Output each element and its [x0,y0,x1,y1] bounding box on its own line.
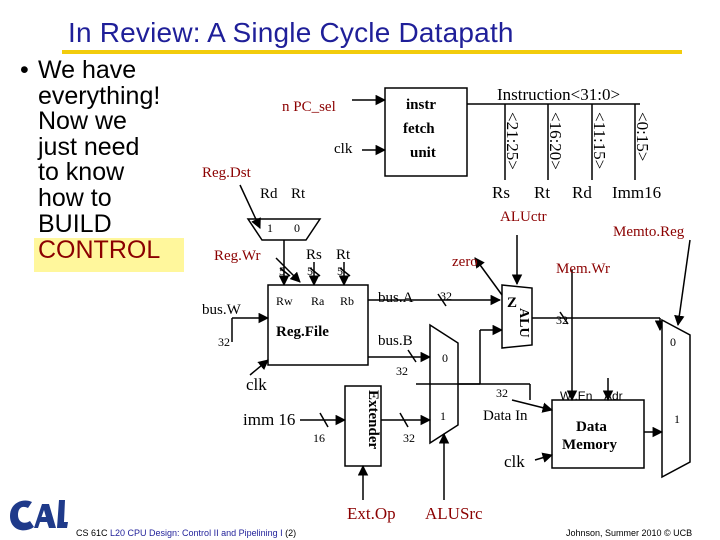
adr-label: Adr [604,389,623,403]
data-memory-label: Memory [562,437,617,453]
credit-footer: Johnson, Summer 2010 © UCB [566,528,693,538]
imm16-ext-label: imm 16 [243,410,296,429]
memwr-label: Mem.Wr [556,261,610,277]
rd-mux-label: Rd [260,186,278,202]
title-underline [62,50,682,54]
field-label: <0:15> [633,112,652,162]
wren-label: Wr.En [560,389,593,403]
regdst-label: Reg.Dst [202,165,251,181]
bullet-line: how to [38,184,112,212]
extender-box [344,385,382,467]
cal-logo-icon [10,500,68,531]
mux-input-label: 1 [440,409,446,423]
lecture-link[interactable]: L20 CPU Design: Control II and Pipelinin… [110,528,283,538]
mux-input-label: 1 [674,412,680,426]
width-label: 5 [307,264,313,278]
rw-label: Rw [276,294,293,308]
bullet-line: just need [38,132,140,161]
aluctr-label: ALUctr [500,209,547,225]
slide-number: (2) [282,528,297,538]
datain-label: Data In [483,408,528,424]
width-label: 32 [396,364,408,378]
register-file-box [267,284,369,366]
bullet-line: BUILD [38,209,112,238]
width-label: 32 [403,431,415,445]
clk-label: clk [504,452,525,471]
width-label: 32 [440,289,452,303]
bullet-line: to know [38,158,125,187]
rd-label: Rd [572,183,592,202]
ra-label: Ra [311,294,325,308]
instruction-label: Instruction<31:0> [497,85,621,104]
alu-label: ALU [516,308,531,338]
control-highlight [34,238,184,272]
control-word: CONTROL [38,236,161,264]
ifu-label: instr [406,97,436,113]
regfile-label: Reg.File [276,324,329,340]
regwr-label: Reg.Wr [214,248,261,264]
width-label: 32 [556,313,568,327]
bullet-line: Now we [38,107,127,136]
data-memory-box [551,399,645,469]
ifu-label: fetch [403,121,435,137]
width-label: 16 [313,431,325,445]
zero-flag-label: Z [507,295,518,311]
rt-mux-label: Rt [291,186,306,202]
data-memory-label: Data [576,419,607,435]
width-label: 5 [337,264,343,278]
zero-label: zero [452,254,478,270]
extender-label: Extender [365,390,381,450]
bullet-dot: • [20,56,29,84]
rt-label: Rt [534,183,551,202]
rt-rf-label: Rt [336,247,351,263]
busb-label: bus.B [378,333,413,349]
field-label: <11:15> [590,112,609,170]
mux-input-label: 0 [442,351,448,365]
alusrc-label: ALUSrc [425,504,483,523]
busa-label: bus.A [378,290,414,306]
imm16-label: Imm16 [612,183,662,202]
mux-input-label: 0 [670,335,676,349]
bullet-line: everything! [38,81,161,110]
memtoreg-label: Memto.Reg [613,224,685,240]
mux-input-label: 1 [267,221,273,235]
instr-fetch-unit-box [384,87,468,177]
mux-input-label: 0 [294,221,300,235]
rs-rf-label: Rs [306,247,322,263]
width-label: 32 [218,335,230,349]
field-label: <21:25> [503,112,522,170]
alu-box [501,284,533,349]
bullet-line: We have [38,56,137,84]
busw-label: bus.W [202,302,241,318]
course-footer: CS 61C L20 CPU Design: Control II and Pi… [76,528,296,538]
ifu-label: unit [410,145,436,161]
width-label: 32 [496,386,508,400]
regdst-mux [246,218,322,241]
rb-label: Rb [340,294,355,308]
npc-sel-label: n PC_sel [282,99,336,115]
width-label: 5 [279,264,285,278]
clk-label: clk [246,375,267,394]
slide-title: In Review: A Single Cycle Datapath [68,17,514,48]
rs-label: Rs [492,183,510,202]
extop-label: Ext.Op [347,504,396,523]
memtoreg-mux [661,318,691,479]
clk-label: clk [334,141,353,157]
field-label: <16:20> [546,112,565,170]
course-prefix: CS 61C [76,528,111,538]
